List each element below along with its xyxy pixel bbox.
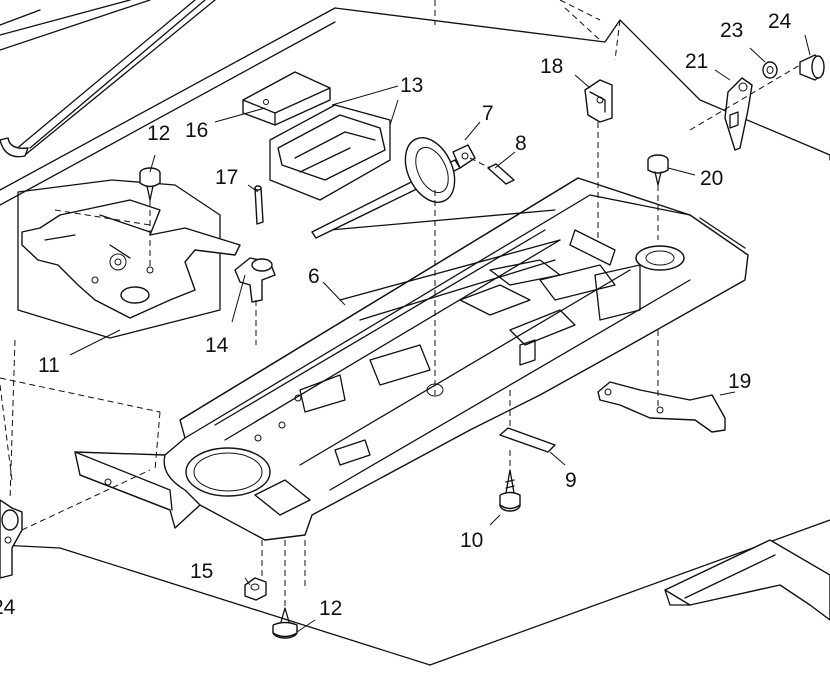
screw-part-20 (647, 154, 669, 240)
top-left-rail (0, 0, 216, 158)
callout-13: 13 (400, 74, 423, 97)
callout-19: 19 (728, 370, 751, 393)
callout-8: 8 (515, 132, 527, 155)
callout-23: 23 (720, 19, 743, 42)
callout-10: 10 (460, 529, 483, 552)
arm-part-bottom-right (664, 539, 830, 621)
screw-part-10 (499, 450, 521, 512)
callout-20: 20 (700, 167, 723, 190)
cover-part-16 (242, 71, 331, 126)
part-11-assembly (17, 179, 241, 339)
bracket-part-24-left (0, 499, 23, 579)
dashed-assembly-lines (0, 190, 436, 531)
callout-labels: 6 7 8 9 10 11 12 12 13 14 15 16 17 18 19… (0, 10, 792, 620)
callout-24-top: 24 (768, 10, 792, 33)
screw-part-12-top (139, 167, 161, 270)
lever-part-19 (597, 330, 726, 433)
callout-16: 16 (185, 119, 208, 142)
screw-part-12-bottom (261, 540, 306, 639)
nut-part-15 (244, 577, 267, 601)
callout-18: 18 (540, 55, 563, 78)
base-tray-part-6 (74, 177, 749, 541)
axis-21-24 (689, 64, 801, 131)
callout-12-bottom: 12 (319, 597, 342, 620)
callout-15: 15 (190, 560, 213, 583)
bracket-part-21 (724, 77, 753, 151)
callout-17: 17 (215, 166, 238, 189)
callout-9: 9 (565, 469, 577, 492)
callout-24-left: 24 (0, 596, 16, 619)
shaft-part-7 (311, 137, 476, 239)
holder-part-13 (269, 104, 391, 201)
callout-12-top: 12 (147, 122, 170, 145)
bracket-part-18 (584, 79, 613, 240)
callout-21: 21 (685, 50, 708, 73)
callout-7: 7 (482, 102, 494, 125)
pin-part-8 (469, 157, 515, 185)
plate-part-9 (499, 390, 556, 453)
callout-6: 6 (308, 265, 320, 288)
screw-part-24-top (799, 54, 825, 81)
pin-part-17 (254, 185, 264, 225)
part-14-stud (234, 257, 276, 345)
leader-lines (69, 34, 811, 633)
washer-part-23 (762, 61, 778, 79)
callout-11: 11 (38, 354, 60, 377)
callout-14: 14 (205, 334, 229, 357)
